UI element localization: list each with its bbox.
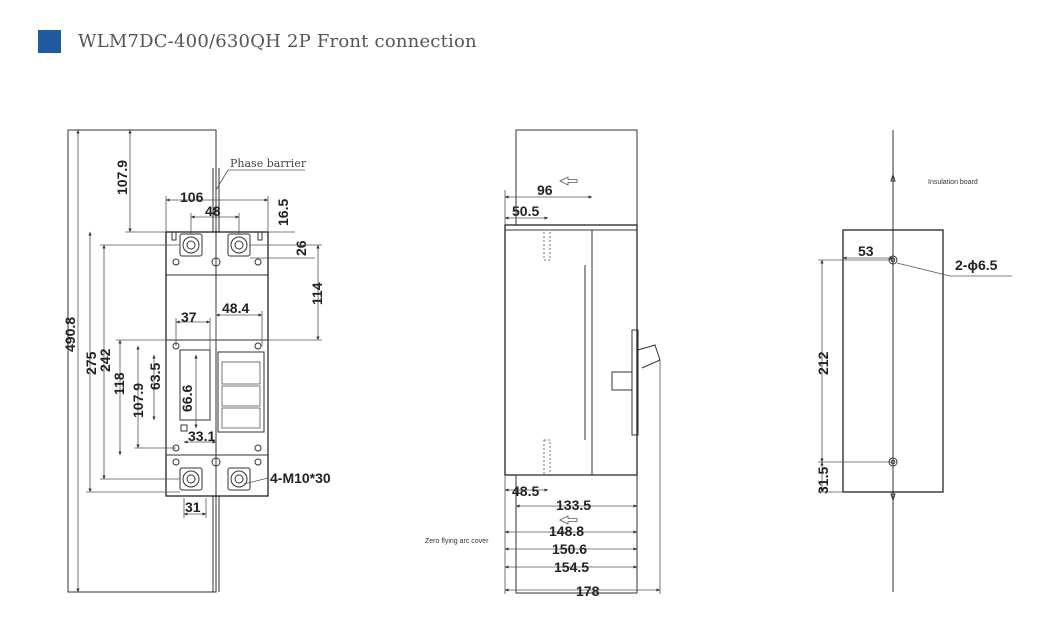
front-view: Phase barrier 490.8 107.9 275 242 118 10…	[62, 129, 331, 593]
dim-154-5: 154.5	[554, 559, 589, 575]
dim-114: 114	[309, 282, 325, 305]
insulation-board	[842, 229, 944, 493]
dim-212: 212	[815, 351, 831, 375]
arc-cover-label: Zero flying arc cover	[425, 538, 489, 545]
dim-terminal: 4-M10*30	[270, 470, 331, 486]
dim-48-4: 48.4	[222, 300, 249, 316]
dim-107-9-top: 107.9	[114, 160, 130, 195]
dim-118: 118	[111, 372, 127, 395]
header-square-icon	[38, 29, 61, 53]
dim-50-5: 50.5	[512, 203, 539, 219]
dim-148-8: 148.8	[549, 523, 584, 539]
dim-33-1: 33.1	[188, 428, 215, 444]
dim-37: 37	[181, 309, 197, 325]
bottom-terminal-left	[179, 467, 203, 491]
bottom-terminal-right	[227, 467, 251, 491]
dim-275: 275	[83, 351, 99, 375]
dim-107-9-inner: 107.9	[130, 383, 146, 418]
side-body	[504, 224, 638, 476]
dim-490-8: 490.8	[62, 317, 78, 352]
page-title: WLM7DC-400/630QH 2P Front connection	[78, 30, 477, 52]
mounting-view: Insulation board 53 2-ϕ6.5 212 31.5	[815, 130, 1012, 592]
dim-242: 242	[97, 348, 113, 372]
insulation-board-label: Insulation board	[928, 179, 978, 186]
dim-106: 106	[180, 189, 204, 205]
handle-window	[165, 339, 269, 456]
breaker-body	[165, 231, 269, 497]
phase-barrier-label: Phase barrier	[230, 157, 307, 170]
dim-150-6: 150.6	[552, 541, 587, 557]
dim-31-5: 31.5	[815, 467, 831, 494]
side-arc-cover	[515, 474, 638, 594]
top-terminal-right	[227, 233, 251, 257]
dim-178: 178	[576, 583, 600, 599]
dim-16-5: 16.5	[275, 199, 291, 226]
top-terminal-left	[179, 233, 203, 257]
page-header: WLM7DC-400/630QH 2P Front connection	[38, 28, 477, 54]
dim-26: 26	[293, 240, 309, 256]
side-view: 96 50.5 48.5 133.5 148.8 150.6 154.5 178…	[425, 129, 661, 599]
dim-48: 48	[205, 203, 221, 219]
dim-96: 96	[537, 182, 553, 198]
dim-66-6: 66.6	[179, 385, 195, 412]
phase-barrier-outline	[67, 129, 217, 593]
dim-31: 31	[185, 499, 201, 515]
dim-holes: 2-ϕ6.5	[955, 257, 998, 273]
dim-53: 53	[858, 243, 874, 259]
dim-63-5: 63.5	[147, 363, 163, 390]
dim-133-5: 133.5	[556, 497, 591, 513]
dim-48-5: 48.5	[512, 483, 539, 499]
